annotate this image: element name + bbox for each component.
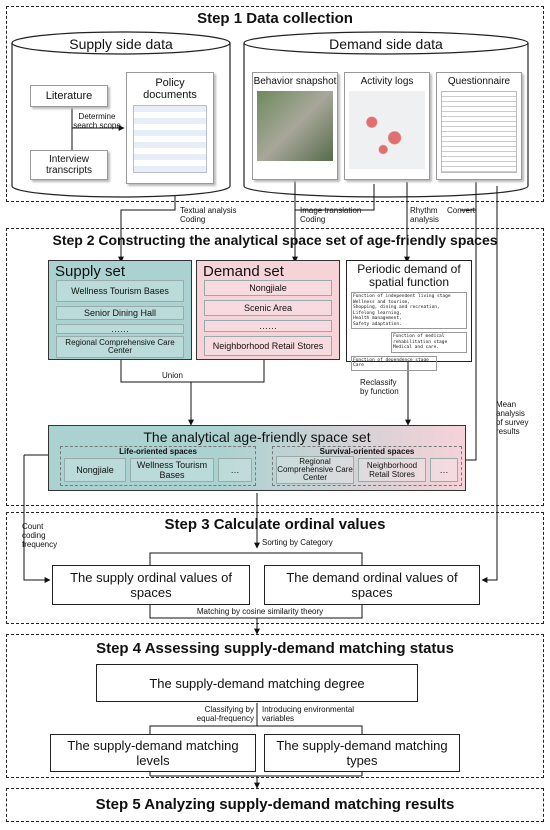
step5-title: Step 5 Analyzing supply-demand matching … [95,796,455,813]
sorting-label: Sorting by Category [262,538,333,547]
demand-item-4: Neighborhood Retail Stores [204,336,332,356]
periodic-demand-box: Periodic demand of spatial function Func… [346,260,472,371]
life-item-2: Wellness Tourism Bases [130,458,214,482]
reclassify-label: Reclassify by function [360,378,399,396]
survival-item-2: Neighborhood Retail Stores [358,458,426,482]
questionnaire-card: Questionnaire [436,72,522,180]
behavior-card: Behavior snapshot [252,72,338,180]
demand-side-title: Demand side data [329,36,443,52]
activity-card: Activity logs [344,72,430,180]
periodic-diagram: Function of independent living stage Wel… [351,292,467,371]
union-label: Union [162,371,183,380]
step5-section [6,788,544,822]
periodic-title: Periodic demand of spatial function [357,262,461,289]
demand-item-3: …… [204,320,332,332]
stage1-box: Function of independent living stage Wel… [351,292,467,329]
demand-item-2: Scenic Area [204,300,332,316]
behavior-label: Behavior snapshot [253,76,337,87]
step1-section [6,6,544,202]
demand-set-title: Demand set [203,263,284,280]
analytical-title: The analytical age-friendly space set [143,429,371,445]
demand-set-box: Demand set [196,260,340,360]
supply-item-2: Senior Dining Hall [56,306,184,320]
demand-item-1: Nongjiale [204,280,332,296]
stage2-title: Function of medical rehabilitation stage [393,334,448,345]
stage2-detail: Medical and care. [393,345,440,350]
step3-section [6,512,544,624]
supply-item-3: …… [56,324,184,334]
document-screenshot [133,105,207,173]
policy-label: Policy documents [143,77,197,101]
survival-oriented-group: Survival-oriented spaces [272,446,462,486]
supply-cylinder [11,31,231,198]
step1-title: Step 1 Data collection [197,10,353,27]
questionnaire-form [441,91,517,173]
activity-map [349,91,425,169]
behavior-photo [257,91,333,161]
life-title: Life-oriented spaces [119,447,197,456]
stage3-box: Function of dependence stage Care [351,355,437,371]
stage2-box: Function of medical rehabilitation stage… [391,332,467,353]
mean-analysis-label: Mean analysis of survey results [496,400,529,436]
supply-set-title: Supply set [55,263,126,280]
life-item-1: Nongjiale [64,458,126,482]
stage3-detail: Care [353,363,364,368]
image-translation-label: Image translation Coding [300,206,362,224]
life-item-3: … [218,458,252,482]
supply-ordinal-box: The supply ordinal values of spaces [52,565,250,605]
supply-item-1: Wellness Tourism Bases [56,280,184,302]
demand-cylinder [243,31,529,198]
matching-levels-box: The supply-demand matching levels [50,734,256,772]
rhythm-analysis-label: Rhythm analysis [410,206,439,224]
matching-cosine-label: Matching by cosine similarity theory [175,607,345,616]
step3-title: Step 3 Calculate ordinal values [164,516,386,533]
convert-label: Convert [447,206,476,215]
supply-side-title: Supply side data [69,36,173,52]
determine-label: Determine search scope [73,112,121,130]
stage3-title: Function of dependence stage [353,357,429,363]
survival-item-1: Regional Comprehensive Care Center [276,456,354,484]
life-oriented-group: Life-oriented spaces [60,446,256,486]
survival-item-3: … [430,458,458,482]
textual-analysis-label: Textual analysis Coding [180,206,237,224]
questionnaire-label: Questionnaire [447,76,511,87]
policy-documents-card: Policy documents [126,72,214,184]
matching-degree-box: The supply-demand matching degree [96,664,418,702]
stage1-detail: Wellness and tourism, Shopping, dining a… [353,299,440,327]
step2-title: Step 2 Constructing the analytical space… [52,232,498,248]
introducing-label: Introducing environmental variables [262,705,355,723]
classifying-label: Classifying by equal-frequency [196,705,254,723]
step2-section [6,228,544,506]
interview-box: Interview transcripts [30,150,108,180]
count-coding-label: Count coding frequency [22,522,58,549]
supply-set-box: Supply set [48,260,192,360]
supply-item-4: Regional Comprehensive Care Center [56,336,184,358]
literature-box: Literature [30,85,108,107]
activity-label: Activity logs [360,76,414,87]
step4-section [6,634,544,778]
matching-types-box: The supply-demand matching types [264,734,460,772]
step4-title: Step 4 Assessing supply-demand matching … [96,640,454,657]
demand-ordinal-box: The demand ordinal values of spaces [264,565,480,605]
survival-title: Survival-oriented spaces [319,447,415,456]
stage1-title: Function of independent living stage [353,294,451,299]
